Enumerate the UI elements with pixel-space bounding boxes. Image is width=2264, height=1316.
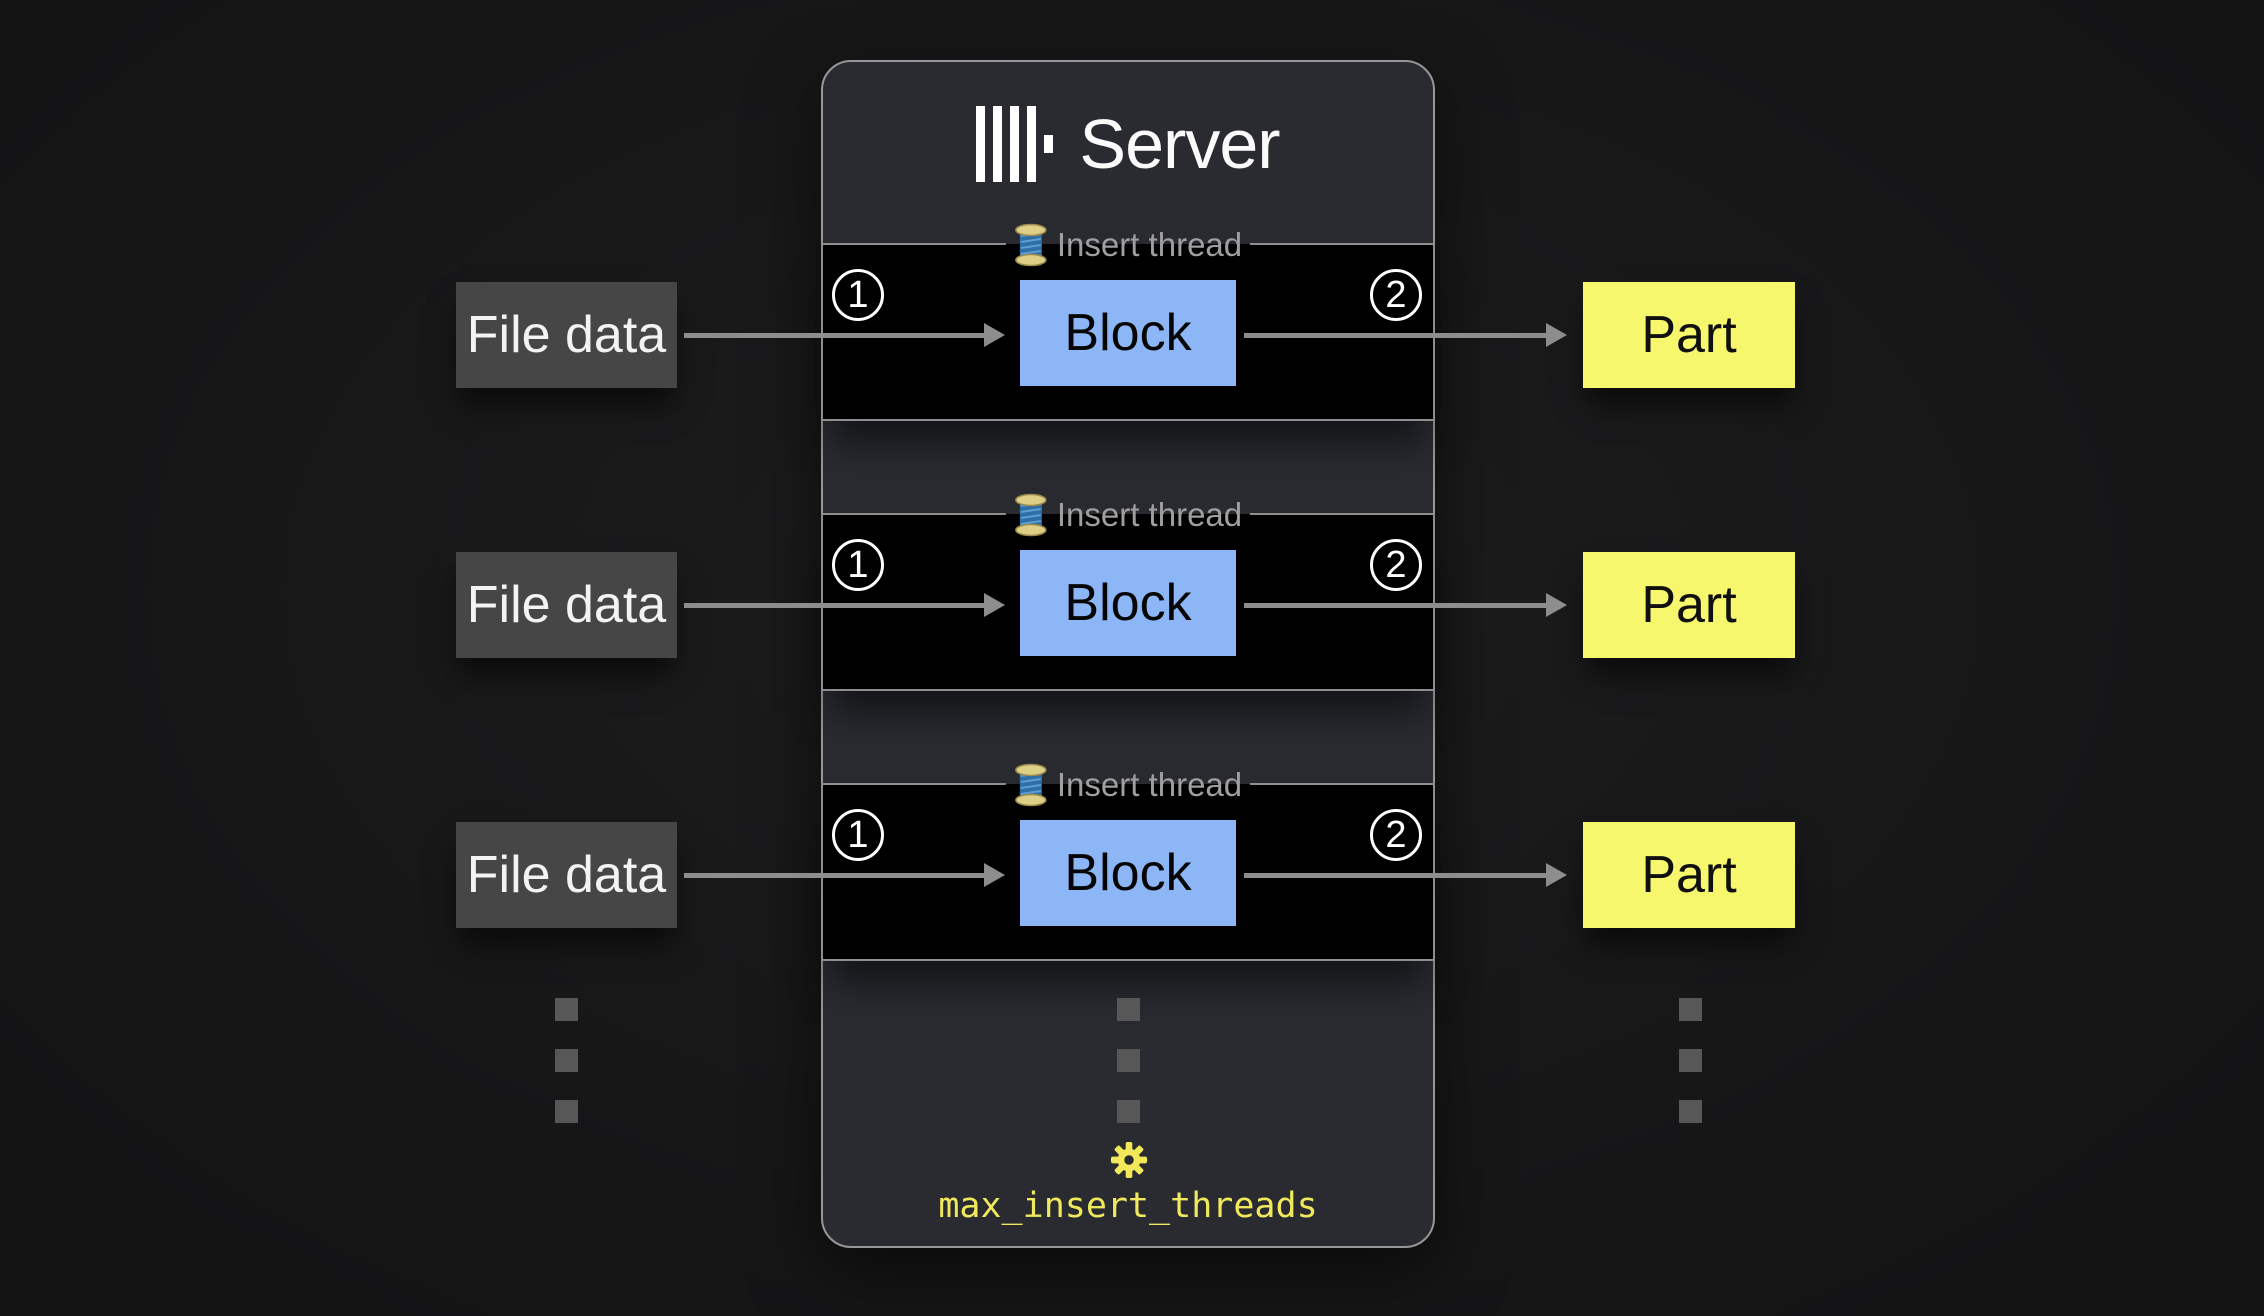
file-data-label: File data — [466, 846, 667, 904]
dot — [1117, 1049, 1140, 1072]
dot — [1679, 998, 1702, 1021]
server-panel: Server Insert thread 1 Block 2 — [821, 60, 1435, 1248]
file-data-box: File data — [456, 822, 677, 928]
thread-spool-icon — [1014, 223, 1048, 267]
block-label: Block — [1064, 574, 1192, 632]
dot — [555, 1049, 578, 1072]
dot — [555, 998, 578, 1021]
insert-thread-legend: Insert thread — [1005, 491, 1251, 538]
step-1-badge: 1 — [832, 269, 884, 321]
part-label: Part — [1641, 576, 1737, 634]
part-box: Part — [1583, 282, 1795, 388]
file-data-label: File data — [466, 306, 667, 364]
arrowhead-file-to-block — [984, 863, 1005, 887]
step-1-badge: 1 — [832, 539, 884, 591]
step-number: 2 — [1385, 544, 1407, 586]
insert-thread-row: Insert thread 1 Block 2 — [821, 221, 1435, 421]
arrow-file-to-block — [684, 603, 984, 608]
file-data-label: File data — [466, 576, 667, 634]
insert-thread-legend: Insert thread — [1005, 761, 1251, 808]
ellipsis-dots-outputs — [1679, 998, 1702, 1123]
step-2-badge: 2 — [1370, 269, 1422, 321]
gear-icon — [1110, 1141, 1148, 1179]
arrow-block-to-part — [1244, 873, 1546, 878]
step-2-badge: 2 — [1370, 539, 1422, 591]
step-number: 2 — [1385, 274, 1407, 316]
file-data-box: File data — [456, 282, 677, 388]
thread-spool-icon — [1014, 763, 1048, 807]
insert-thread-label: Insert thread — [1056, 226, 1243, 263]
block-box: Block — [1020, 820, 1236, 926]
arrow-block-to-part — [1244, 333, 1546, 338]
arrow-block-to-part — [1244, 603, 1546, 608]
arrow-file-to-block — [684, 873, 984, 878]
page-title: Server — [1079, 105, 1280, 183]
block-box: Block — [1020, 280, 1236, 386]
arrowhead-block-to-part — [1546, 863, 1567, 887]
dot — [1679, 1100, 1702, 1123]
ellipsis-dots-inputs — [555, 998, 578, 1123]
arrowhead-file-to-block — [984, 593, 1005, 617]
insert-thread-row: Insert thread 1 Block 2 — [821, 491, 1435, 691]
arrowhead-block-to-part — [1546, 593, 1567, 617]
max-insert-threads-setting: max_insert_threads — [938, 1186, 1318, 1226]
ellipsis-dots-threads — [1117, 998, 1140, 1123]
block-label: Block — [1064, 844, 1192, 902]
dot — [1117, 1100, 1140, 1123]
insert-thread-row: Insert thread 1 Block 2 — [821, 761, 1435, 961]
insert-thread-label: Insert thread — [1056, 766, 1243, 803]
clickhouse-logo-icon — [976, 106, 1054, 182]
thread-spool-icon — [1014, 493, 1048, 537]
file-data-box: File data — [456, 552, 677, 658]
insert-thread-label: Insert thread — [1056, 496, 1243, 533]
block-label: Block — [1064, 304, 1192, 362]
part-label: Part — [1641, 846, 1737, 904]
block-box: Block — [1020, 550, 1236, 656]
arrowhead-block-to-part — [1546, 323, 1567, 347]
step-number: 1 — [847, 814, 869, 856]
step-number: 1 — [847, 274, 869, 316]
part-box: Part — [1583, 552, 1795, 658]
step-2-badge: 2 — [1370, 809, 1422, 861]
server-header: Server — [823, 102, 1433, 186]
dot — [1679, 1049, 1702, 1072]
step-1-badge: 1 — [832, 809, 884, 861]
step-number: 2 — [1385, 814, 1407, 856]
insert-thread-legend: Insert thread — [1005, 221, 1251, 268]
part-label: Part — [1641, 306, 1737, 364]
dot — [555, 1100, 578, 1123]
part-box: Part — [1583, 822, 1795, 928]
dot — [1117, 998, 1140, 1021]
arrow-file-to-block — [684, 333, 984, 338]
step-number: 1 — [847, 544, 869, 586]
arrowhead-file-to-block — [984, 323, 1005, 347]
